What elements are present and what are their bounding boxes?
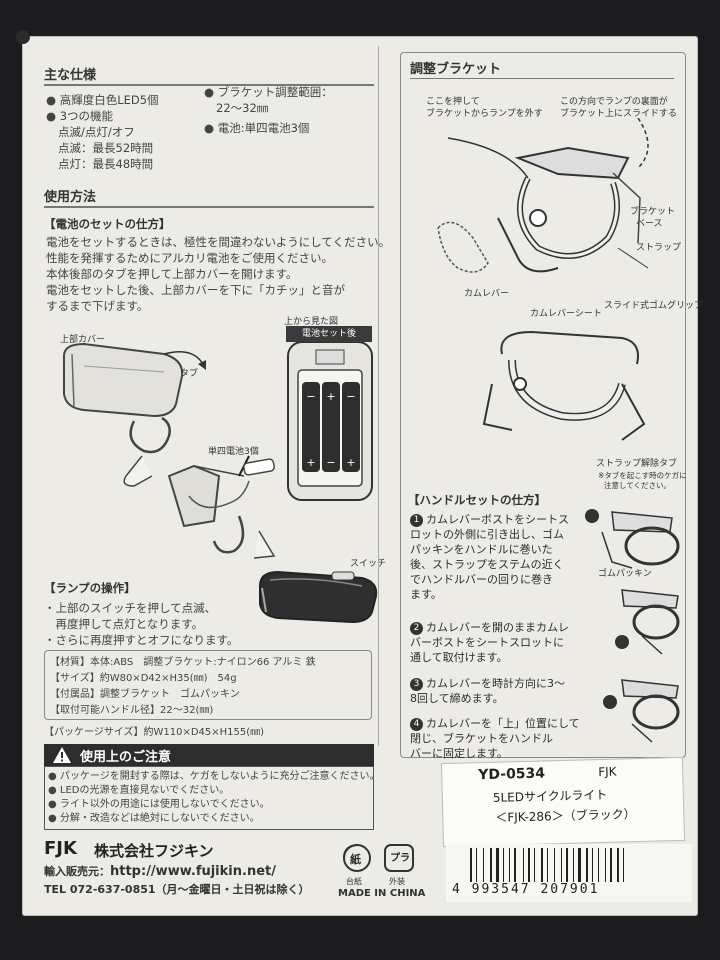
caution-header-bar: 使用上のご注意 — [44, 744, 374, 766]
svg-text:−: − — [346, 390, 355, 403]
label-slide-in: この方向でランプの裏面が — [560, 97, 668, 107]
label-bracket-base-2: ベース — [636, 219, 663, 229]
battery-text-3: 電池をセットした後、上部カバーを下に「カチッ」と音が — [46, 283, 345, 297]
spec-right-2: ● 電池:単四電池3個 — [204, 121, 310, 135]
caution-item-3: ● 分解・改造などは絶対にしないでください。 — [48, 813, 260, 824]
barcode-bars — [470, 848, 680, 882]
label-battery-set: 電池セット後 — [286, 326, 372, 342]
materials-box — [44, 650, 372, 720]
spec-left-3: 点滅：最長52時間 — [58, 141, 154, 155]
label-release-note-2: 注意してください。 — [604, 481, 672, 490]
battery-heading: 【電池のセットの仕方】 — [44, 217, 171, 231]
label-bracket-base: ブラケット — [630, 207, 676, 217]
bracket-divider — [410, 78, 674, 79]
svg-text:+: + — [306, 456, 315, 469]
caution-heading: 使用上のご注意 — [80, 750, 172, 765]
label-slide-in-2: ブラケット上にスライドする — [560, 109, 678, 119]
product-sticker: YD-0534 FJK 5LEDサイクルライト ＜FJK-286＞（ブラック） — [440, 756, 686, 848]
company-logo: FJK — [44, 838, 77, 859]
battery-compartment-illustration: − + − + − + — [287, 342, 373, 501]
lamp-heading: 【ランプの操作】 — [44, 581, 136, 595]
svg-text:+: + — [326, 390, 335, 403]
switch-lamp-illustration — [259, 570, 378, 624]
svg-text:−: − — [326, 456, 335, 469]
specs-divider — [44, 84, 374, 86]
label-remove-lamp: ブラケットからランプを外す — [426, 109, 543, 119]
label-rubber: ゴムパッキン — [598, 569, 652, 579]
usage-divider — [44, 206, 374, 208]
lamp-text-1: 再度押して点灯となります。 — [44, 617, 204, 631]
plastic-mark: プラ — [390, 853, 410, 864]
product-brand: FJK — [598, 764, 617, 780]
label-strap: ストラップ — [636, 243, 682, 253]
bracket-heading: 調整ブラケット — [410, 62, 502, 77]
handle-heading: 【ハンドルセットの仕方】 — [408, 493, 546, 507]
battery-text-0: 電池をセットするときは、極性を間違わないようにしてください。 — [46, 235, 391, 249]
label-release-note: ※タブを起こす時のケガに — [598, 471, 687, 480]
spec-right-0: ● ブラケット調整範囲： — [204, 85, 333, 99]
paper-mark: 紙 — [350, 853, 361, 866]
spec-left-4: 点灯：最長48時間 — [58, 157, 154, 171]
label-slide-grip: スライド式ゴムグリップ — [604, 301, 704, 311]
strap-release-illustration — [482, 330, 646, 441]
svg-text:+: + — [346, 456, 355, 469]
company-tel: TEL 072-637-0851（月～金曜日・土日祝は除く） — [44, 883, 310, 896]
paper-caption: 台紙 — [346, 877, 362, 886]
package-card: 主な仕様 ● 高輝度白色LED5個 ● 3つの機能 点滅/点灯/オフ 点滅：最長… — [16, 30, 703, 916]
spec-right-1: 22～32㎜ — [216, 101, 269, 115]
lamp-text-0: ・上部のスイッチを押して点滅、 — [44, 601, 217, 615]
material-line-3: 【取付可能ハンドル径】22～32(㎜) — [50, 705, 214, 716]
spec-left-2: 点滅/点灯/オフ — [58, 125, 135, 139]
plastic-recycle-icon — [384, 844, 414, 872]
paper-recycle-icon — [343, 844, 371, 872]
barcode: 4 993547 207901 — [446, 844, 692, 902]
label-top-view: 上から見た図 — [284, 317, 339, 327]
caution-item-0: ● パッケージを開封する際は、ケガをしないように充分ご注意ください。 — [48, 771, 380, 782]
product-model: ＜FJK-286＞（ブラック） — [495, 807, 636, 825]
product-name: 5LEDサイクルライト — [492, 787, 608, 805]
usage-heading: 使用方法 — [44, 190, 97, 205]
product-code: YD-0534 — [478, 765, 546, 784]
label-push-here: ここを押して — [426, 97, 480, 107]
lamp-text-2: ・さらに再度押すとオフになります。 — [44, 633, 239, 647]
label-aaa: 単四電池3個 — [208, 447, 259, 457]
caution-box — [44, 766, 374, 830]
made-in: MADE IN CHINA — [338, 888, 426, 899]
battery-text-2: 本体後部のタブを押して上部カバーを開けます。 — [46, 267, 298, 281]
barcode-number: 4 993547 207901 — [452, 882, 600, 897]
package-size: 【パッケージサイズ】約W110×D45×H155(㎜) — [44, 727, 265, 738]
label-tab: タブ — [180, 369, 199, 379]
caution-item-1: ● LEDの光源を直接見ないでください。 — [48, 785, 230, 796]
column-divider — [378, 46, 379, 746]
right-panel-box — [400, 52, 686, 758]
svg-text:−: − — [306, 390, 315, 403]
handle-steps-illustration — [585, 509, 680, 743]
material-line-2: 【付属品】調整ブラケット ゴムパッキン — [50, 689, 240, 700]
plastic-caption: 外装 — [389, 877, 405, 886]
material-line-0: 【材質】本体:ABS 調整ブラケット:ナイロン66 アルミ 鉄 — [50, 657, 316, 668]
warning-icon — [53, 747, 71, 763]
label-top-cover: 上部カバー — [60, 335, 106, 345]
label-cam-sheet: カムレバーシート — [530, 309, 602, 319]
bracket-illustration — [437, 118, 649, 273]
spec-left-0: ● 高輝度白色LED5個 — [46, 93, 159, 107]
hang-hole — [16, 30, 30, 44]
battery-lamp-illustration — [63, 342, 276, 559]
battery-text-1: 性能を発揮するためにアルカリ電池をご使用ください。 — [46, 251, 334, 265]
importer-line: 輸入販売元：http://www.fujikin.net/ — [44, 864, 276, 879]
company-url[interactable]: http://www.fujikin.net/ — [110, 864, 276, 879]
label-strap-release: ストラップ解除タブ — [596, 459, 678, 469]
company-name: 株式会社フジキン — [94, 842, 214, 860]
label-switch: スイッチ — [350, 559, 387, 569]
caution-item-2: ● ライト以外の用途には使用しないでください。 — [48, 799, 270, 810]
label-cam-lever: カムレバー — [464, 289, 510, 299]
specs-heading: 主な仕様 — [44, 68, 97, 83]
battery-text-4: するまで下げます。 — [46, 299, 149, 313]
spec-left-1: ● 3つの機能 — [46, 109, 114, 123]
material-line-1: 【サイズ】約W80×D42×H35(㎜) 54g — [50, 673, 237, 684]
